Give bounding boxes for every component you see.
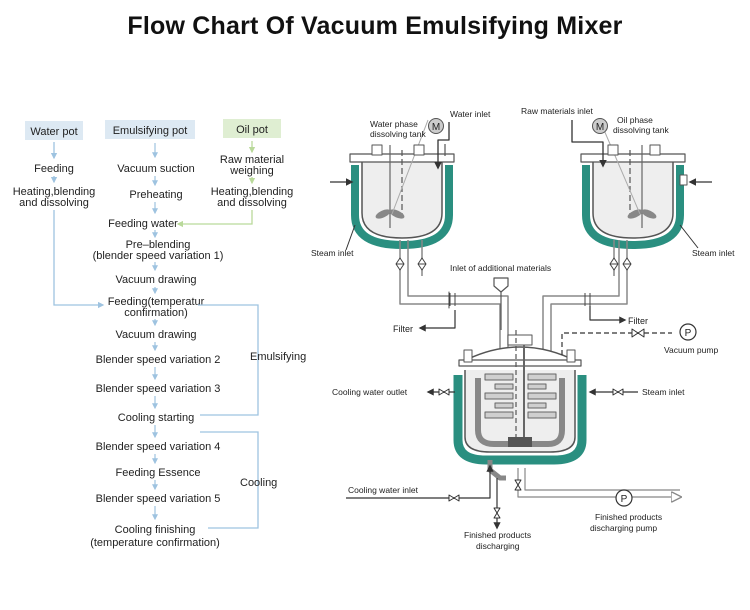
steam-inlet-left-label: Steam inlet — [311, 248, 354, 258]
filter-left-label: Filter — [393, 324, 413, 334]
svg-text:M: M — [432, 122, 440, 133]
page-title: Flow Chart Of Vacuum Emulsifying Mixer — [127, 12, 623, 40]
water-pot-header-box — [25, 121, 83, 140]
vacuum-pump-label: Vacuum pump — [664, 345, 718, 355]
cooling-bracket — [200, 431, 259, 529]
homogenizer-head — [508, 437, 532, 447]
main-step-vacuum-suction: Vacuum suction — [117, 163, 194, 175]
main-step-speed-4: Blender speed variation 4 — [96, 441, 221, 453]
cooling-outlet-label: Cooling water outlet — [332, 387, 408, 397]
main-step-feeding-essence: Feeding Essence — [116, 467, 201, 479]
main-step-speed-2: Blender speed variation 2 — [96, 354, 221, 366]
discharge-pump-line — [517, 468, 680, 497]
oil-pot-header-box — [223, 119, 281, 138]
main-emulsifying-vessel — [453, 330, 587, 481]
main-step-vacuum-drawing-2: Vacuum drawing — [115, 329, 196, 341]
cooling-inlet-label: Cooling water inlet — [348, 485, 419, 495]
steam-inlet-right-label: Steam inlet — [692, 248, 735, 258]
oil-pot-header: Oil pot — [236, 124, 268, 136]
additional-materials-hopper — [493, 277, 509, 293]
raw-materials-inlet-label: Raw materials inlet — [521, 106, 593, 116]
process-flow-chart: Water pot Emulsifying pot Oil pot Feedin… — [13, 119, 306, 549]
main-step-cooling-finishing: Cooling finishing(temperature confirmati… — [90, 524, 220, 549]
vacuum-valve — [631, 328, 645, 338]
cooling-inlet-arrow — [346, 464, 494, 499]
oil-phase-tank — [580, 129, 688, 249]
steam-inlet-main-label: Steam inlet — [642, 387, 685, 397]
emulsifying-pot-header-box — [105, 120, 195, 139]
cooling-group-label: Cooling — [240, 477, 277, 489]
filter-right-label: Filter — [628, 316, 648, 326]
tank-valves — [395, 257, 632, 309]
oil-motor-icon: M — [592, 118, 608, 134]
water-to-main-arrow — [53, 210, 105, 309]
main-step-cooling-starting: Cooling starting — [118, 412, 194, 424]
svg-text:M: M — [596, 122, 604, 133]
main-step-feeding-water: Feeding water — [108, 218, 178, 230]
oil-to-main-arrow — [176, 210, 253, 228]
transfer-pipes — [399, 240, 628, 357]
main-step-preheating: Preheating — [129, 189, 182, 201]
filter-right-arrow — [589, 306, 627, 324]
water-inlet-label: Water inlet — [450, 109, 491, 119]
emulsifying-group-label: Emulsifying — [250, 351, 306, 363]
main-step-vacuum-drawing-1: Vacuum drawing — [115, 274, 196, 286]
emulsifying-bracket — [198, 304, 259, 416]
raw-materials-inlet-arrow — [571, 120, 607, 168]
svg-text:P: P — [685, 328, 692, 339]
main-step-speed-5: Blender speed variation 5 — [96, 493, 221, 505]
discharge-pump-icon: P — [615, 489, 633, 507]
main-step-speed-3: Blender speed variation 3 — [96, 383, 221, 395]
water-phase-tank — [349, 119, 455, 249]
emulsifying-pot-header: Emulsifying pot — [113, 125, 188, 137]
filter-left-arrow — [418, 310, 456, 332]
svg-text:P: P — [621, 494, 628, 505]
vacuum-pump-icon: P — [679, 323, 697, 341]
vacuum-line — [561, 332, 672, 355]
water-inlet-arrow — [434, 122, 450, 170]
additional-materials-label: Inlet of additional materials — [450, 263, 551, 273]
water-pot-header: Water pot — [30, 126, 77, 138]
main-step-pre-blending: Pre–blending(blender speed variation 1) — [93, 239, 224, 262]
water-motor-icon: M — [428, 118, 444, 134]
water-step-feeding: Feeding — [34, 163, 74, 175]
